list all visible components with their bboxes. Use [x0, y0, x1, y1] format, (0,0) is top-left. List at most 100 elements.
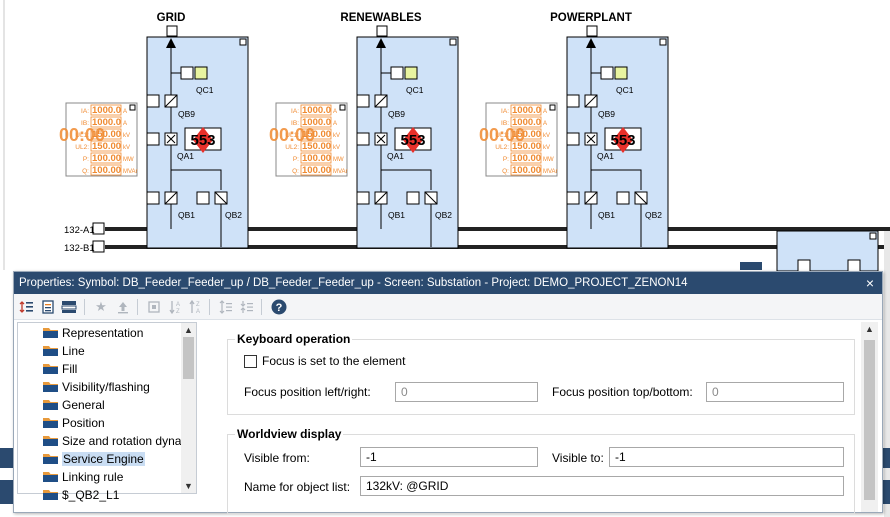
- qb2-label: QB2: [225, 210, 242, 220]
- canvas-scrollbar[interactable]: [884, 231, 890, 517]
- info-badge[interactable]: [740, 262, 762, 270]
- scroll-down-icon[interactable]: ▼: [184, 481, 193, 491]
- keyboard-operation-title: Keyboard operation: [235, 332, 353, 346]
- measure-value: 1000.0: [302, 117, 331, 128]
- qb9-blade: [584, 94, 598, 108]
- bay-branch-line: [381, 169, 432, 190]
- close-icon[interactable]: ×: [865, 275, 875, 291]
- measure-unit: MW: [543, 157, 554, 163]
- tree-item[interactable]: Size and rotation dyna: [18, 432, 182, 450]
- measure-value: 100.00: [302, 165, 331, 176]
- resize-handle-icon[interactable]: [449, 38, 457, 46]
- sort-list-icon[interactable]: [18, 298, 36, 316]
- measure-unit: kV: [333, 133, 340, 139]
- measure-unit: A: [123, 121, 127, 127]
- svg-text:A: A: [176, 302, 180, 308]
- collapse-all-icon[interactable]: [238, 298, 256, 316]
- qb2-box[interactable]: [196, 191, 210, 205]
- focus-lr-field[interactable]: 0: [395, 382, 538, 402]
- tree-item[interactable]: $_QB2_L1: [18, 486, 182, 504]
- visible-to-field[interactable]: -1: [609, 447, 844, 467]
- resize-handle-icon[interactable]: [549, 104, 556, 111]
- resize-handle-icon[interactable]: [869, 232, 877, 240]
- qb2-box[interactable]: [616, 191, 630, 205]
- qb1-box[interactable]: [566, 191, 580, 205]
- measure-value: 100.00: [512, 153, 541, 164]
- qa1-box[interactable]: [146, 132, 160, 146]
- resize-handle-icon[interactable]: [239, 38, 247, 46]
- focus-checkbox[interactable]: [244, 355, 257, 368]
- feeder-arrow-icon: [166, 38, 176, 48]
- qa1-box[interactable]: [356, 132, 370, 146]
- qb1-box[interactable]: [356, 191, 370, 205]
- resize-handle-icon[interactable]: [339, 104, 346, 111]
- folder-icon: [43, 382, 58, 392]
- focus-tb-field[interactable]: 0: [706, 382, 844, 402]
- qc1-indicator[interactable]: [404, 66, 418, 80]
- measure-value-box: [90, 164, 122, 176]
- measure-name: IB:: [81, 120, 89, 127]
- tree-item[interactable]: Visibility/flashing: [18, 378, 182, 396]
- scroll-up-icon[interactable]: ▲: [184, 325, 193, 335]
- qc1-indicator[interactable]: [614, 66, 628, 80]
- qc1-switch[interactable]: [180, 66, 194, 80]
- measure-value-box: [300, 140, 332, 152]
- qa1-box[interactable]: [566, 132, 580, 146]
- qb2-box[interactable]: [406, 191, 420, 205]
- properties-box-icon[interactable]: [145, 298, 163, 316]
- tree-item[interactable]: Position: [18, 414, 182, 432]
- feeder-connector[interactable]: [166, 25, 178, 37]
- tree-scroll-thumb[interactable]: [183, 337, 194, 379]
- tree-item[interactable]: Line: [18, 342, 182, 360]
- star-icon[interactable]: ★: [95, 299, 107, 314]
- measure-name: P:: [503, 156, 509, 163]
- detail-scrollbar[interactable]: ▲: [861, 322, 878, 512]
- tree-item[interactable]: General: [18, 396, 182, 414]
- resize-handle-icon[interactable]: [659, 38, 667, 46]
- feeder-title: RENEWABLES: [340, 12, 421, 24]
- detail-scroll-thumb[interactable]: [864, 340, 875, 500]
- help-icon[interactable]: ?: [270, 298, 288, 316]
- keyboard-operation-group: [227, 339, 855, 415]
- qb1-box[interactable]: [146, 191, 160, 205]
- tree-item[interactable]: Linking rule: [18, 468, 182, 486]
- busbar-line[interactable]: [105, 227, 890, 231]
- feeder-connector[interactable]: [376, 25, 388, 37]
- qb9-label: QB9: [178, 109, 195, 119]
- measure-value-box: [300, 116, 332, 128]
- measure-value-box: [90, 128, 122, 140]
- measure-name: IA:: [501, 108, 509, 115]
- page-view-icon[interactable]: [39, 298, 57, 316]
- measure-name: Q:: [82, 168, 89, 175]
- measure-value: 1000.0: [92, 117, 121, 128]
- busbar-line[interactable]: [105, 245, 890, 249]
- tree-scrollbar[interactable]: ▲ ▼: [181, 323, 196, 493]
- qc1-indicator[interactable]: [194, 66, 208, 80]
- tree-item[interactable]: Representation: [18, 324, 182, 342]
- feeder-panel[interactable]: [776, 230, 879, 272]
- grouped-view-icon[interactable]: [60, 298, 78, 316]
- qa1-cross-icon: [166, 134, 176, 144]
- busbar-terminal[interactable]: [92, 222, 105, 235]
- object-list-field[interactable]: 132kV: @GRID: [360, 476, 844, 496]
- expand-all-icon[interactable]: [217, 298, 235, 316]
- tree-item[interactable]: Service Engine: [18, 450, 182, 468]
- tree-item[interactable]: Fill: [18, 360, 182, 378]
- qb9-box[interactable]: [356, 94, 370, 108]
- qc1-switch[interactable]: [600, 66, 614, 80]
- properties-title-bar[interactable]: Properties: Symbol: DB_Feeder_Feeder_up …: [14, 272, 882, 294]
- resize-handle-icon[interactable]: [129, 104, 136, 111]
- feeder-connector[interactable]: [586, 25, 598, 37]
- measure-unit: kV: [543, 133, 550, 139]
- qb9-box[interactable]: [146, 94, 160, 108]
- scroll-up-icon[interactable]: ▲: [865, 324, 874, 334]
- qb9-box[interactable]: [566, 94, 580, 108]
- qc1-switch[interactable]: [390, 66, 404, 80]
- upload-icon[interactable]: [114, 298, 132, 316]
- busbar-terminal[interactable]: [92, 240, 105, 253]
- visible-from-field[interactable]: -1: [360, 447, 538, 467]
